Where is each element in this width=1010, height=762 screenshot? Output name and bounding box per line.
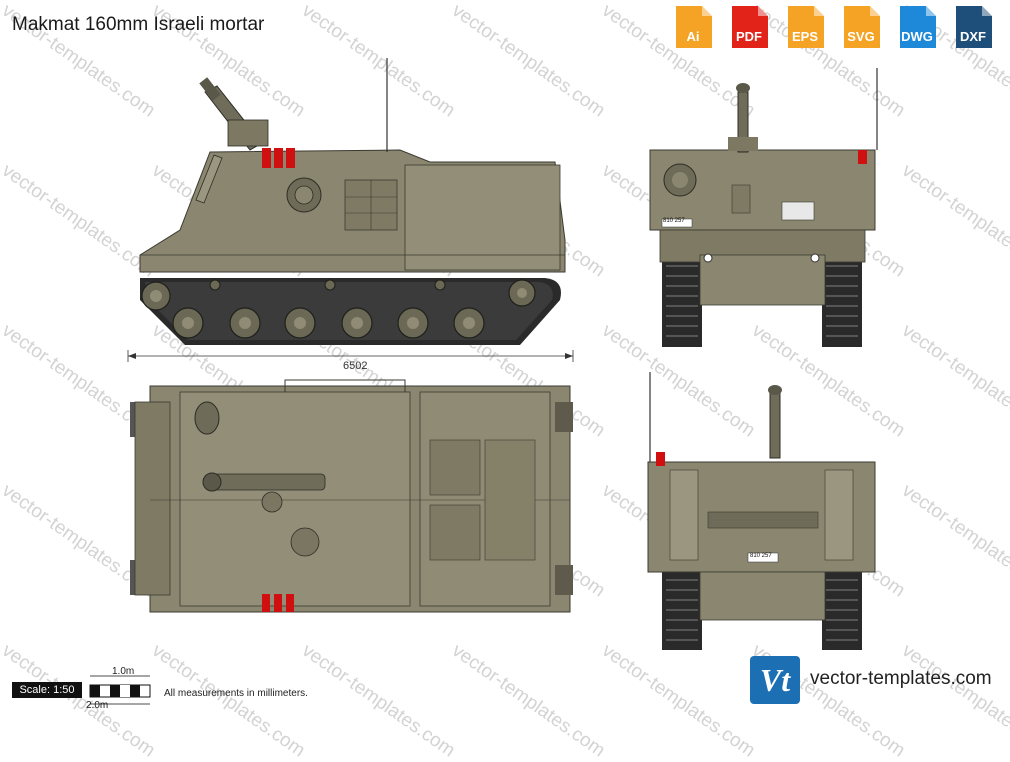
- format-label: SVG: [847, 29, 875, 44]
- format-buttons: Ai PDF EPS SVG DWG DXF: [668, 4, 998, 50]
- top-view: [130, 379, 573, 613]
- scale-bar: [89, 675, 151, 705]
- front-plate-number: 810 257: [663, 218, 685, 224]
- format-pdf-button[interactable]: PDF: [724, 4, 774, 50]
- vehicle-blueprint: [89, 58, 878, 705]
- format-dxf-button[interactable]: DXF: [948, 4, 998, 50]
- length-dimension-line: [127, 350, 574, 362]
- format-ai-button[interactable]: Ai: [668, 4, 718, 50]
- side-view: [139, 58, 566, 345]
- file-icon: [844, 6, 880, 48]
- file-icon: [788, 6, 824, 48]
- format-eps-button[interactable]: EPS: [780, 4, 830, 50]
- brand-site-link[interactable]: vector-templates.com: [810, 668, 992, 689]
- rear-view: [647, 372, 876, 650]
- format-svg-button[interactable]: SVG: [836, 4, 886, 50]
- file-icon: [900, 6, 936, 48]
- scale-one-meter-label: 1.0m: [112, 666, 135, 677]
- page-title: Makmat 160mm Israeli mortar: [12, 14, 265, 35]
- rear-plate-number: 810 257: [750, 553, 772, 559]
- file-icon: [676, 6, 712, 48]
- format-label: DXF: [960, 29, 986, 44]
- scale-label: Scale: 1:50: [12, 682, 82, 698]
- format-label: EPS: [791, 29, 818, 44]
- format-label: DWG: [901, 29, 933, 44]
- measurement-note: All measurements in millimeters.: [164, 688, 308, 699]
- file-icon: [732, 6, 768, 48]
- format-label: PDF: [736, 29, 762, 44]
- format-label: Ai: [686, 29, 700, 44]
- scale-two-meter-label: 2.0m: [86, 700, 109, 711]
- front-view: [649, 68, 878, 347]
- file-icon: [956, 6, 992, 48]
- length-dimension-label: 6502: [343, 360, 368, 372]
- format-dwg-button[interactable]: DWG: [892, 4, 942, 50]
- brand-logo[interactable]: Vt: [750, 656, 800, 704]
